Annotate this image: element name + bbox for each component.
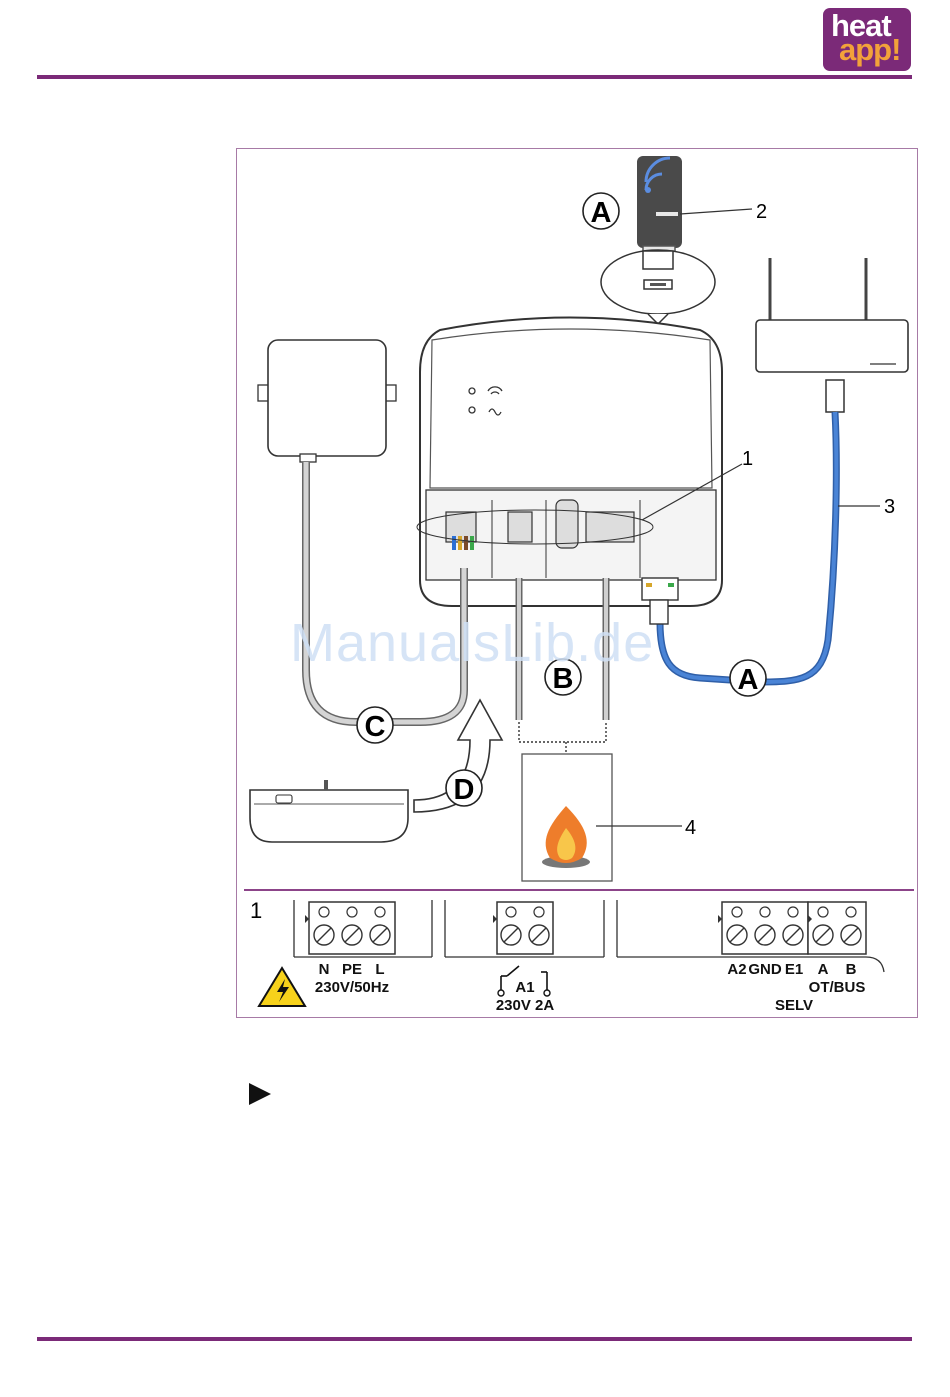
label-3: 3 [884, 496, 895, 518]
relay-name: A1 [515, 979, 534, 996]
selv-label: SELV [775, 997, 813, 1014]
callout-a-top: A [583, 193, 619, 229]
terminal-label-n: N [319, 961, 330, 978]
callout-c-text: C [365, 711, 386, 743]
bullet-arrow-icon [249, 1083, 271, 1105]
power-supply [258, 340, 396, 462]
wall-receiver [250, 780, 408, 842]
terminal-label-a2: A2 [727, 961, 746, 978]
terminal-label-e1: E1 [785, 961, 803, 978]
legend-number: 1 [250, 898, 262, 923]
label-2: 2 [756, 201, 767, 223]
footer-rule [37, 1337, 912, 1341]
high-voltage-warning-icon [259, 968, 305, 1006]
terminal-block-relay [493, 902, 553, 954]
terminal-label-a: A [818, 961, 829, 978]
heater-box [522, 754, 612, 881]
label-4: 4 [685, 817, 696, 839]
watermark: ManualsLib.de [290, 612, 654, 674]
callout-d-text: D [454, 774, 475, 806]
power-rating: 230V/50Hz [315, 979, 389, 996]
terminal-block-selv [718, 902, 808, 954]
callout-a-bottom-text: A [738, 664, 759, 696]
terminal-block-power [305, 902, 395, 954]
terminal-label-b: B [846, 961, 857, 978]
terminal-block-bus [808, 902, 866, 954]
terminal-label-pe: PE [342, 961, 362, 978]
label-1: 1 [742, 448, 753, 470]
relay-rating: 230V 2A [496, 997, 555, 1014]
callout-a-top-text: A [591, 197, 612, 229]
callout-a-bottom: A [730, 660, 766, 696]
usb-port-zoom [601, 250, 715, 324]
terminal-label-l: L [375, 961, 384, 978]
terminal-label-gnd: GND [748, 961, 782, 978]
callout-d: D [446, 770, 482, 806]
router [756, 258, 908, 412]
bus-name: OT/BUS [809, 979, 866, 996]
callout-c: C [357, 707, 393, 743]
